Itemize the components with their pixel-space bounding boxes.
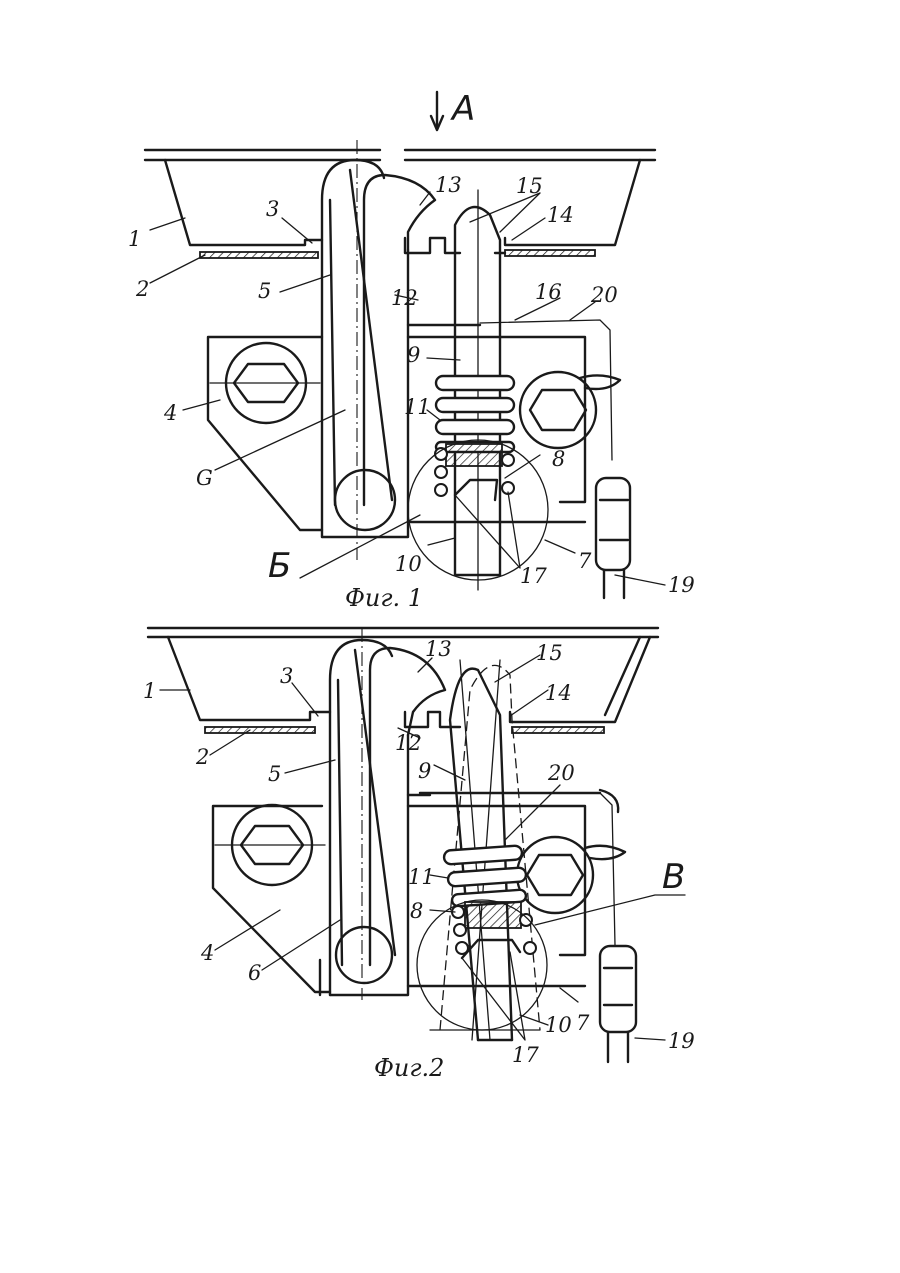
label-11: 11	[408, 865, 435, 889]
label-15: 15	[516, 174, 543, 198]
label-17: 17	[512, 1043, 539, 1067]
housing-tray	[148, 628, 658, 727]
label-9: 9	[407, 343, 420, 367]
label-20: 20	[547, 761, 575, 785]
label-13: 13	[425, 637, 452, 661]
label-15: 15	[536, 641, 563, 665]
bolt-left	[210, 343, 320, 423]
detail-marker-b: Б	[268, 546, 291, 586]
detail-marker-v: В	[662, 857, 685, 897]
label-14: 14	[545, 681, 572, 705]
label-19: 19	[668, 1029, 695, 1053]
label-2: 2	[135, 277, 149, 301]
label-20: 20	[590, 283, 618, 307]
figure-1: 1 2 3 4 5 G 7 8 9 10 11 12 13 14 15 16 1…	[128, 140, 695, 612]
housing-tray	[145, 150, 655, 253]
label-2: 2	[195, 745, 209, 769]
cable-sleeve	[600, 946, 636, 1062]
bolt-left	[215, 805, 325, 885]
figure-2-caption: Фиг.2	[374, 1054, 444, 1082]
label-16: 16	[535, 280, 562, 304]
label-7: 7	[578, 549, 592, 573]
label-10: 10	[545, 1013, 572, 1037]
label-5: 5	[258, 279, 271, 303]
cam-notch	[455, 480, 497, 500]
label-1: 1	[128, 227, 141, 251]
label-7: 7	[576, 1011, 590, 1035]
spring-seat-8	[446, 444, 502, 466]
label-9: 9	[418, 759, 431, 783]
label-13: 13	[435, 173, 462, 197]
label-19: 19	[668, 573, 695, 597]
view-marker-label: A	[450, 89, 475, 129]
hook-lever	[322, 160, 480, 537]
label-3: 3	[266, 197, 279, 221]
cable-sleeve	[596, 478, 630, 598]
label-10: 10	[395, 552, 422, 576]
label-12: 12	[395, 731, 422, 755]
label-1: 1	[143, 679, 156, 703]
figure-2: 1 2 3 4 5 6 7 8 9 10 11 12 13 14 15 17 1…	[143, 628, 695, 1082]
hook-lever	[330, 640, 445, 995]
label-6: 6	[248, 961, 261, 985]
wire-clip	[585, 846, 625, 859]
wire-rod	[600, 793, 615, 945]
label-8: 8	[410, 899, 423, 923]
label-8: 8	[552, 447, 565, 471]
label-17: 17	[520, 564, 547, 588]
label-14: 14	[547, 203, 574, 227]
wire-hook	[600, 790, 618, 812]
label-4: 4	[163, 401, 177, 425]
label-3: 3	[280, 664, 293, 688]
view-arrow-a: A	[431, 89, 475, 130]
figure-1-caption: Фиг. 1	[345, 584, 423, 612]
label-4: 4	[200, 941, 214, 965]
label-12: 12	[391, 286, 418, 310]
spring-seat-8	[465, 902, 521, 928]
cover-plate	[200, 250, 595, 258]
label-5: 5	[268, 762, 281, 786]
label-11: 11	[404, 395, 431, 419]
spring-coil	[444, 845, 527, 906]
label-6: G	[196, 466, 213, 490]
base-plate	[213, 806, 585, 992]
pivot-pin	[336, 927, 392, 983]
